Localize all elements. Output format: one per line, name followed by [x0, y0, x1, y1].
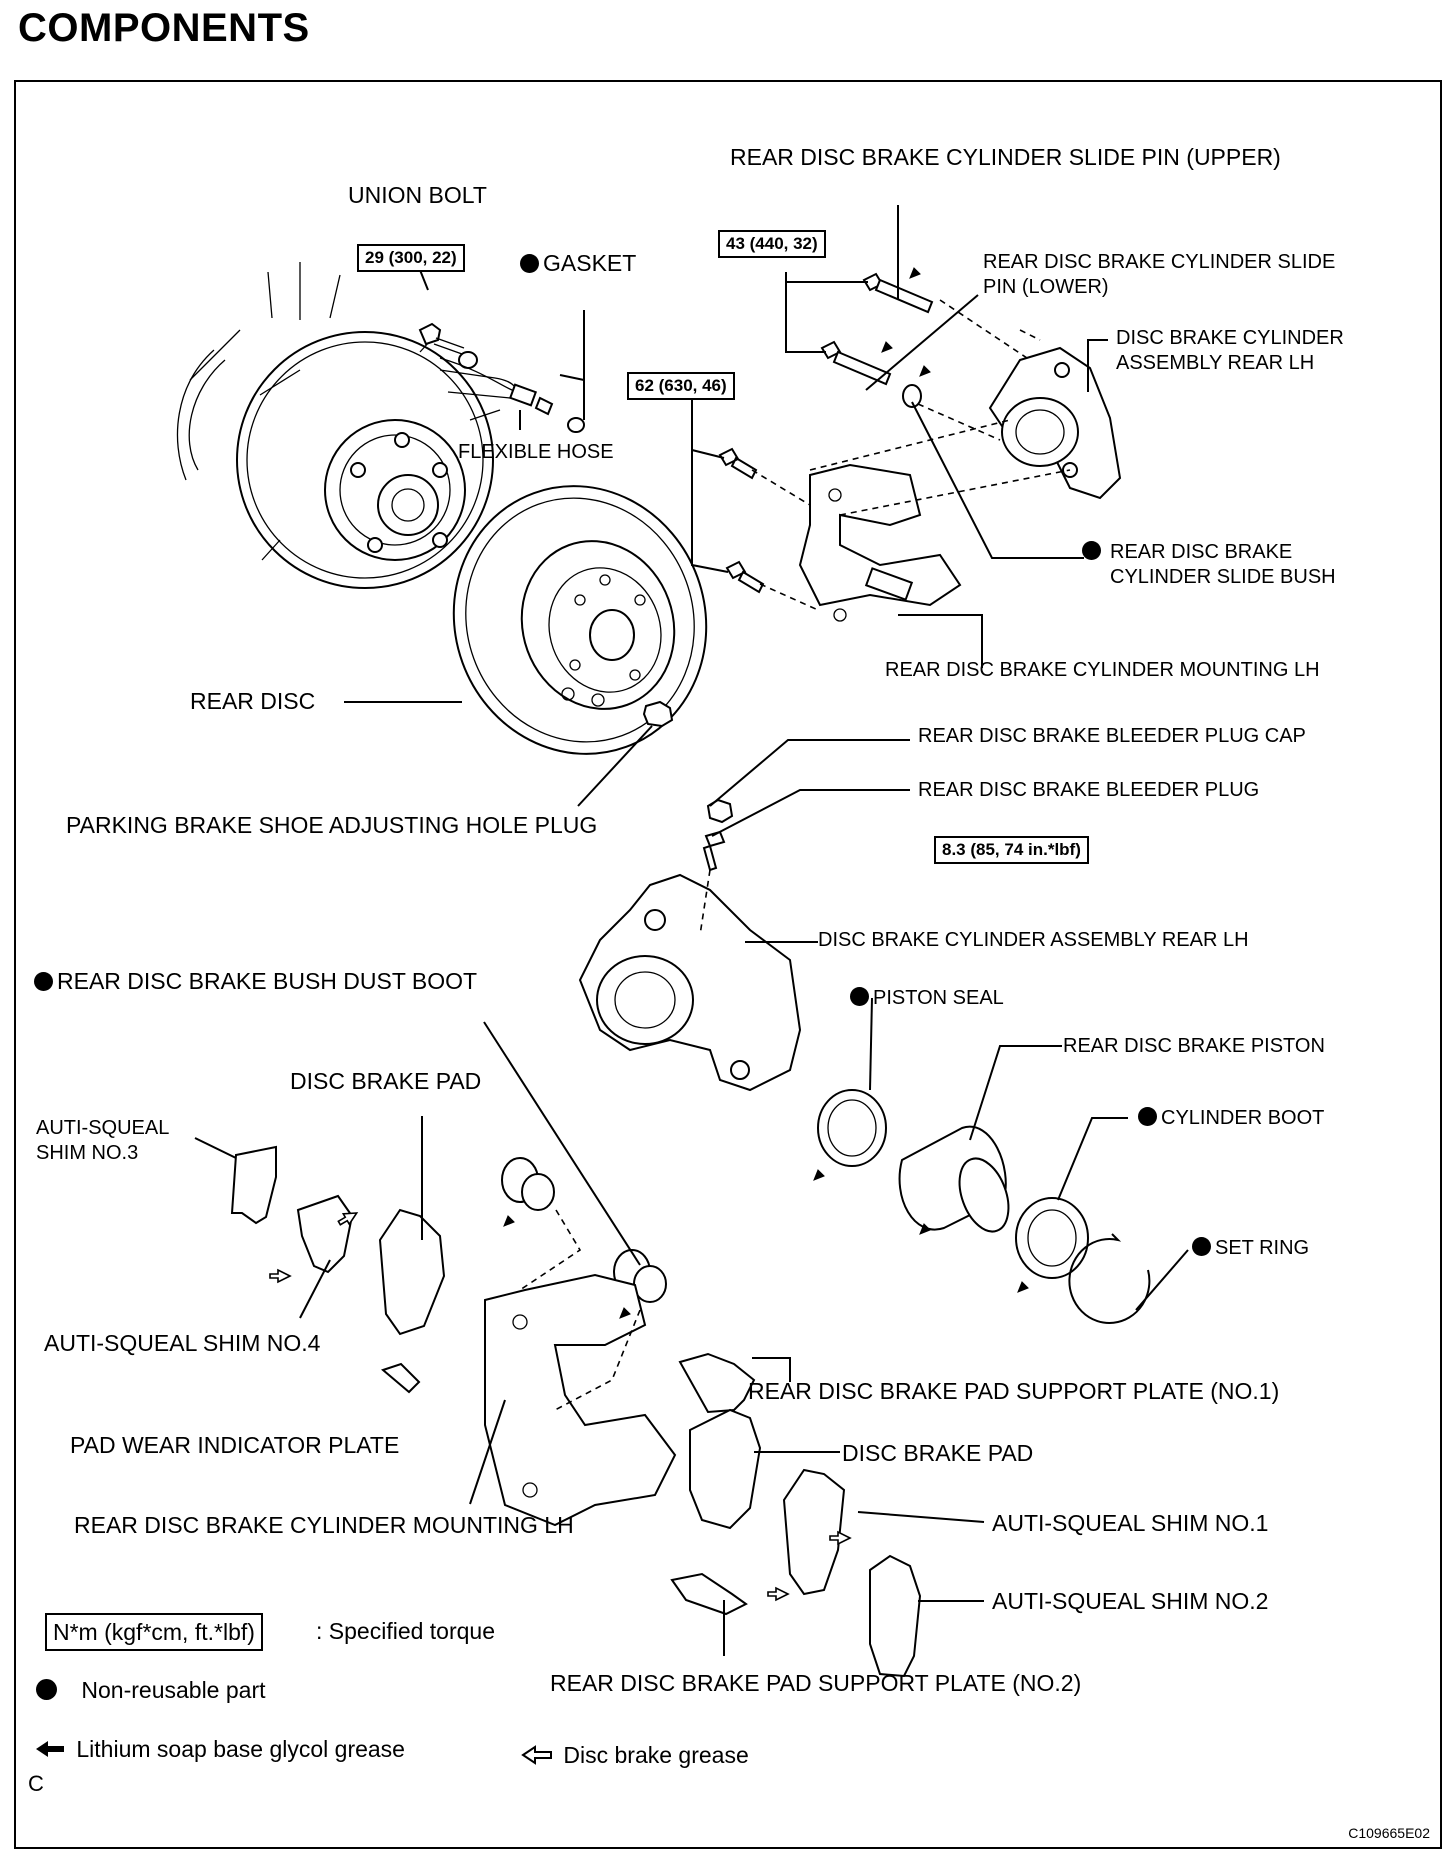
label-shim-no4: AUTI-SQUEAL SHIM NO.4 — [44, 1330, 321, 1356]
union-bolt-drawing — [418, 322, 585, 433]
label-piston-seal-text: PISTON SEAL — [873, 987, 1004, 1009]
piston-parts-drawing — [817, 1089, 1151, 1324]
leader-lines — [194, 205, 1189, 1656]
label-piston-seal: PISTON SEAL — [850, 986, 1004, 1011]
label-cylinder-assembly-top: DISC BRAKE CYLINDER ASSEMBLY REAR LH — [1116, 327, 1344, 374]
slide-pin-drawing — [820, 272, 934, 408]
label-slide-bush: REAR DISC BRAKE CYLINDER SLIDE BUSH — [1110, 541, 1336, 588]
backing-plate-drawing — [176, 262, 517, 589]
torque-bleeder-plug: 8.3 (85, 74 in.*lbf) — [934, 836, 1089, 864]
label-pad-wear-indicator: PAD WEAR INDICATOR PLATE — [70, 1432, 400, 1458]
page-letter: C — [28, 1771, 44, 1796]
label-cylinder-mounting-top: REAR DISC BRAKE CYLINDER MOUNTING LH — [885, 659, 1320, 681]
rear-disc-drawing — [452, 485, 708, 755]
label-set-ring-text: SET RING — [1215, 1237, 1310, 1259]
non-reusable-icon — [520, 254, 539, 273]
label-shim-no2: AUTI-SQUEAL SHIM NO.2 — [992, 1588, 1269, 1614]
label-union-bolt: UNION BOLT — [348, 182, 487, 208]
label-disc-brake-pad-left: DISC BRAKE PAD — [290, 1068, 482, 1094]
figure-code: C109665E02 — [1348, 1825, 1430, 1841]
label-slide-bush-icon-row — [1082, 540, 1105, 565]
legend-disc-grease: Disc brake grease — [521, 1741, 749, 1769]
torque-slide-pin: 43 (440, 32) — [718, 230, 826, 258]
label-slide-pin-upper: REAR DISC BRAKE CYLINDER SLIDE PIN (UPPE… — [730, 144, 1281, 170]
legend-disc-grease-text: Disc brake grease — [563, 1742, 749, 1768]
non-reusable-icon — [850, 987, 869, 1006]
label-support-plate-no2: REAR DISC BRAKE PAD SUPPORT PLATE (NO.2) — [550, 1670, 1082, 1696]
filled-circle-icon — [36, 1679, 57, 1700]
solid-arrow-icon — [36, 1741, 64, 1757]
non-reusable-icon — [1082, 541, 1101, 560]
label-bleeder-plug: REAR DISC BRAKE BLEEDER PLUG — [918, 779, 1260, 801]
caliper-upper-drawing — [988, 346, 1122, 500]
label-rear-disc: REAR DISC — [190, 688, 316, 714]
torque-union-bolt: 29 (300, 22) — [357, 244, 465, 272]
outline-arrow-icon — [521, 1745, 552, 1765]
label-gasket: GASKET — [520, 250, 636, 277]
label-adjusting-hole-plug: PARKING BRAKE SHOE ADJUSTING HOLE PLUG — [66, 812, 598, 838]
non-reusable-icon — [1192, 1237, 1211, 1256]
page-title: COMPONENTS — [18, 6, 310, 50]
disc-grease-arrows — [269, 1212, 852, 1602]
mounting-upper-drawing — [798, 463, 962, 622]
label-cylinder-boot-text: CYLINDER BOOT — [1161, 1107, 1325, 1129]
label-set-ring: SET RING — [1192, 1236, 1309, 1261]
label-support-plate-no1: REAR DISC BRAKE PAD SUPPORT PLATE (NO.1) — [748, 1378, 1280, 1404]
non-reusable-icon — [1138, 1107, 1157, 1126]
label-gasket-text: GASKET — [543, 250, 637, 276]
label-shim-no1: AUTI-SQUEAL SHIM NO.1 — [992, 1510, 1269, 1536]
legend-non-reusable: Non-reusable part — [36, 1676, 266, 1704]
torque-mounting-bolt: 62 (630, 46) — [627, 372, 735, 400]
hole-plug-drawing — [642, 700, 674, 728]
legend-torque-desc: : Specified torque — [316, 1618, 496, 1644]
label-slide-pin-lower: REAR DISC BRAKE CYLINDER SLIDE PIN (LOWE… — [983, 251, 1336, 298]
label-disc-brake-pad-right: DISC BRAKE PAD — [842, 1440, 1034, 1466]
legend-lithium-grease: Lithium soap base glycol grease — [34, 1735, 405, 1763]
label-bleeder-plug-cap: REAR DISC BRAKE BLEEDER PLUG CAP — [918, 725, 1306, 747]
right-pads-drawing — [670, 1352, 922, 1678]
label-cylinder-assembly-mid: DISC BRAKE CYLINDER ASSEMBLY REAR LH — [818, 929, 1249, 951]
label-cylinder-mounting-bottom: REAR DISC BRAKE CYLINDER MOUNTING LH — [74, 1512, 574, 1538]
diagram-frame — [14, 80, 1442, 1849]
non-reusable-icon — [34, 972, 53, 991]
label-shim-no3: AUTI-SQUEAL SHIM NO.3 — [36, 1117, 170, 1164]
mounting-bolt-drawing — [718, 447, 765, 594]
legend-lithium-grease-text: Lithium soap base glycol grease — [76, 1736, 405, 1762]
label-piston: REAR DISC BRAKE PISTON — [1063, 1035, 1325, 1057]
label-cylinder-boot: CYLINDER BOOT — [1138, 1106, 1324, 1131]
bleeder-drawing — [702, 798, 734, 872]
legend-non-reusable-text: Non-reusable part — [81, 1677, 266, 1703]
label-bush-dust-boot: REAR DISC BRAKE BUSH DUST BOOT — [34, 968, 477, 995]
grease-arrows — [503, 267, 1029, 1319]
label-flexible-hose: FLEXIBLE HOSE — [458, 441, 614, 463]
label-bush-dust-boot-text: REAR DISC BRAKE BUSH DUST BOOT — [57, 968, 478, 994]
mounting-bottom-drawing — [484, 1273, 677, 1527]
legend-torque-box: N*m (kgf*cm, ft.*lbf) — [45, 1613, 263, 1651]
left-pads-drawing — [230, 1145, 446, 1394]
caliper-middle-drawing — [578, 873, 802, 1092]
